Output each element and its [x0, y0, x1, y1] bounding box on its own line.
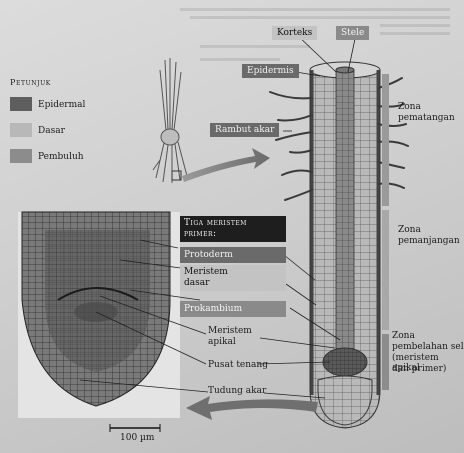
legend-swatch-pembuluh: [10, 149, 32, 163]
micrograph-panel: [18, 212, 180, 432]
pointer-arrow-top: [182, 148, 270, 182]
legend-label-pembuluh: Pembuluh: [38, 152, 84, 162]
label-rambut-akar: Rambut akar: [210, 123, 279, 137]
label-stele: Stele: [336, 26, 369, 40]
label-zona-pembelahan-1: Zona: [392, 331, 415, 341]
label-meristem-dasar-line2: dasar: [184, 278, 282, 289]
seedling-sketch: [153, 58, 187, 183]
label-zona-pemanjangan-2: pemanjangan: [398, 236, 460, 246]
label-tudung-akar: Tudung akar: [208, 386, 266, 396]
label-tiga-meristem: Tiga meristem primer:: [180, 216, 286, 242]
root-longitudinal-section: [310, 62, 380, 428]
label-zona-pembelahan-4: dan primer): [392, 364, 446, 374]
label-zona-pematangan-1: Zona: [398, 102, 421, 112]
label-meristem-apikal-1: Meristem: [208, 326, 252, 336]
label-meristem-dasar: Meristem dasar: [180, 265, 286, 291]
label-protoderm: Protoderm: [180, 247, 286, 263]
legend-swatch-epidermal: [10, 97, 32, 111]
label-zona-pematangan-2: pematangan: [398, 113, 455, 123]
legend-label-dasar: Dasar: [38, 126, 65, 136]
legend-swatch-dasar: [10, 123, 32, 137]
label-tiga-meristem-line2: primer:: [184, 229, 282, 240]
zone-brackets: [382, 74, 389, 390]
label-epidermis: Epidermis: [242, 64, 299, 78]
label-pusat-tenang: Pusat tenang: [208, 360, 268, 370]
pointer-arrow-bottom: [186, 396, 318, 420]
legend-title: Petunjuk: [10, 78, 51, 87]
label-zona-pembelahan-2: pembelahan sel: [392, 342, 464, 352]
label-prokambium: Prokambium: [180, 301, 286, 317]
scale-bar-label: 100 µm: [120, 433, 154, 443]
label-meristem-dasar-line1: Meristem: [184, 267, 282, 278]
label-tiga-meristem-line1: Tiga meristem: [184, 218, 282, 229]
label-zona-pemanjangan-1: Zona: [398, 225, 421, 235]
label-korteks: Korteks: [272, 26, 317, 40]
label-meristem-apikal-2: apikal: [208, 337, 236, 347]
legend-label-epidermal: Epidermal: [38, 100, 85, 110]
